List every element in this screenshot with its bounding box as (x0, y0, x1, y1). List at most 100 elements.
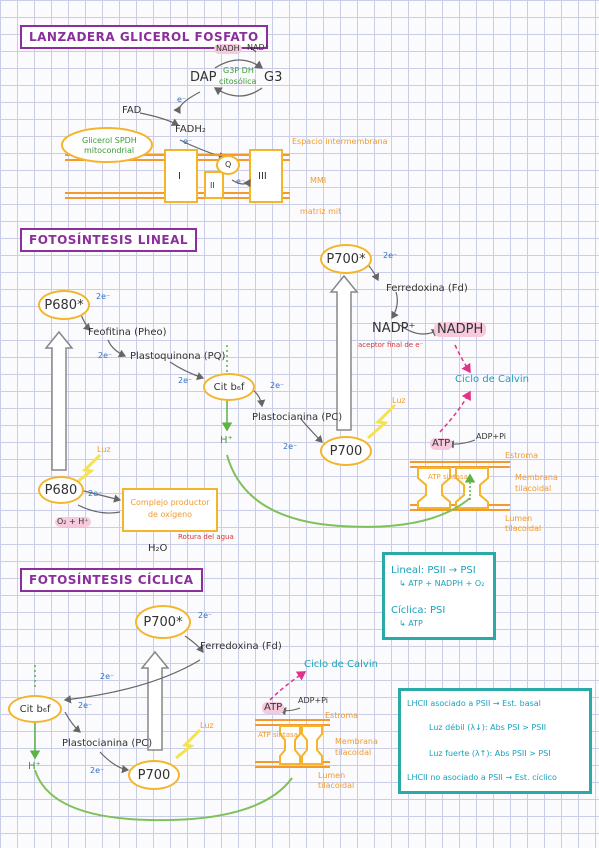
atp-synthase-shape-1 (417, 467, 451, 509)
cyc-p700-oval: P700 (128, 760, 180, 790)
lineal-eq: PSII → PSI (427, 565, 476, 576)
cyc-arrow-fd-cit (63, 659, 201, 704)
two-e-label-g: 2e⁻ (88, 489, 103, 498)
complex-ii-box (204, 171, 224, 199)
h-plus-label: H⁺ (220, 435, 233, 446)
cyc-luz-label: Luz (200, 721, 214, 730)
two-e-label-c: 2e⁻ (178, 376, 193, 385)
luz-label-1: Luz (392, 396, 406, 405)
cyc-arrow-cit-pc (64, 711, 81, 733)
mitocondrial-label: mitocondrial (84, 146, 135, 155)
atp-synthase-shape-2 (279, 725, 301, 765)
atp-sintasa-label-1: ATP sintasa (428, 473, 468, 481)
chain-arrow-7 (391, 291, 399, 320)
aceptor-label: aceptor final de e⁻ (358, 341, 424, 349)
nadh-label: NADH (214, 44, 242, 54)
estroma-label: Estroma (505, 451, 539, 460)
cyc-lumen-label: Lumen (318, 771, 346, 780)
lineal-prod: ↳ ATP + NADPH + O₂ (399, 579, 485, 588)
espacio-label: Espacio intermembrana (292, 137, 388, 146)
two-e-label-a: 2e⁻ (96, 292, 111, 301)
g3-label: G3 (264, 70, 283, 85)
cyc-two-e-a: 2e⁻ (198, 611, 213, 620)
chain-arrow-5 (299, 417, 323, 443)
p680-star-oval: P680* (38, 290, 90, 320)
section3-title: FOTOSÍNTESIS CÍCLICA (20, 568, 203, 592)
glicerol-label: Glicerol SPDH (82, 136, 137, 145)
lumen-label: Lumen (505, 514, 533, 523)
dap-label: DAP (190, 70, 217, 85)
p680-oval: P680 (38, 476, 84, 504)
cyc-proton-curve (34, 769, 293, 822)
adp-atp-arrow (446, 439, 476, 449)
excite-arrow-p700-cyclic (140, 650, 170, 751)
complejo-line2: de oxígeno (147, 510, 193, 519)
complejo-to-p680 (77, 504, 121, 514)
e-label-3: e⁻ (236, 177, 246, 186)
e-arrow-1 (173, 91, 201, 115)
cyc-lumen-tilacoidal-label: tilacoidal (318, 781, 355, 790)
adp-pi-label: ADP+Pi (476, 432, 507, 441)
lhc-line-1: LHCII asociado a PSII → Est. basal (407, 699, 541, 708)
ciclica-eq: PSI (430, 605, 446, 616)
p700-star-label: P700* (326, 251, 366, 267)
cyc-two-e-d: 2e⁻ (90, 766, 105, 775)
two-e-label-d: 2e⁻ (270, 381, 285, 390)
fadh2-label: FADH₂ (175, 124, 206, 135)
section1-title: LANZADERA GLICEROL FOSFATO (20, 25, 268, 49)
cyc-membrana-label: Membrana (335, 737, 378, 746)
two-e-label-b: 2e⁻ (98, 351, 113, 360)
p680-star-label: P680* (44, 297, 84, 313)
q-label: Q (225, 160, 232, 169)
luz-bolts (75, 403, 397, 760)
complex-iii-box (249, 149, 283, 203)
g3p-dh-label: G3P DH (223, 66, 254, 75)
luz-bolt-2 (75, 453, 102, 485)
citosolica-label: citosólica (219, 77, 257, 86)
proton-gradient-curve (226, 454, 471, 528)
ferredoxina-label: Ferredoxina (Fd) (386, 283, 468, 294)
chain-arrow-3 (169, 361, 205, 381)
cit-bf-oval: Cit b₆f (203, 373, 255, 401)
chain-arrow-2 (107, 339, 127, 358)
membrana-label: Membrana (515, 473, 558, 482)
p700-star-oval: P700* (320, 244, 372, 274)
complejo-box: Complejo productor de oxígeno (122, 488, 218, 532)
cyc-ferredoxina-label: Ferredoxina (Fd) (200, 641, 282, 652)
complex-i-box (164, 149, 198, 203)
plastocianina-label: Plastocianina (PC) (252, 412, 343, 423)
mmi-label: MMI (310, 176, 327, 185)
e-arrow-3 (231, 178, 251, 188)
matriz-label: matriz mit (300, 207, 342, 216)
complex-i-label: I (178, 171, 181, 182)
cyc-plastocianina-label: Plastocianina (PC) (62, 738, 153, 749)
dap-g3-arc-bottom (213, 87, 263, 97)
lhc-box: LHCII asociado a PSII → Est. basal Luz d… (398, 688, 592, 794)
atp-synthase-shape-1b (455, 467, 489, 509)
nadph-to-calvin (454, 344, 471, 374)
cyc-two-e-c: 2e⁻ (78, 701, 93, 710)
cyc-two-e-b: 2e⁻ (100, 672, 115, 681)
summary-box: Lineal: PSII → PSI ↳ ATP + NADPH + O₂ Cí… (382, 552, 496, 640)
section3-graphics (29, 635, 330, 822)
cyc-p700-label: P700 (137, 767, 171, 783)
cyc-cit-bf-oval: Cit b₆f (8, 695, 62, 723)
complex-iii-label: III (258, 171, 267, 182)
lumen-tilacoidal-label: tilacoidal (505, 524, 542, 533)
lhc-line-2: Luz débil (λ↓): Abs PSI > PSII (429, 723, 547, 732)
nadp-label: NADP⁺ (372, 321, 416, 336)
cyc-atp-sintasa-label: ATP sintasa (258, 731, 298, 739)
o2-h-label: O₂ + H⁺ (55, 517, 91, 527)
ciclo-calvin-label: Ciclo de Calvin (455, 374, 529, 385)
section2-graphics (44, 257, 510, 528)
lhc-line-3: Luz fuerte (λ↑): Abs PSII > PSI (429, 749, 551, 758)
fad-label: FAD (122, 105, 142, 116)
ciclica-line: Cíclica: PSI (391, 605, 445, 616)
cyc-arrow-pc-p700 (99, 751, 130, 774)
nadph-label: NADPH (434, 322, 487, 337)
lineal-label: Lineal: (391, 565, 425, 576)
p700-oval: P700 (320, 436, 372, 466)
tilacoidal-label: tilacoidal (515, 484, 552, 493)
cyc-atp-label: ATP (262, 702, 285, 714)
